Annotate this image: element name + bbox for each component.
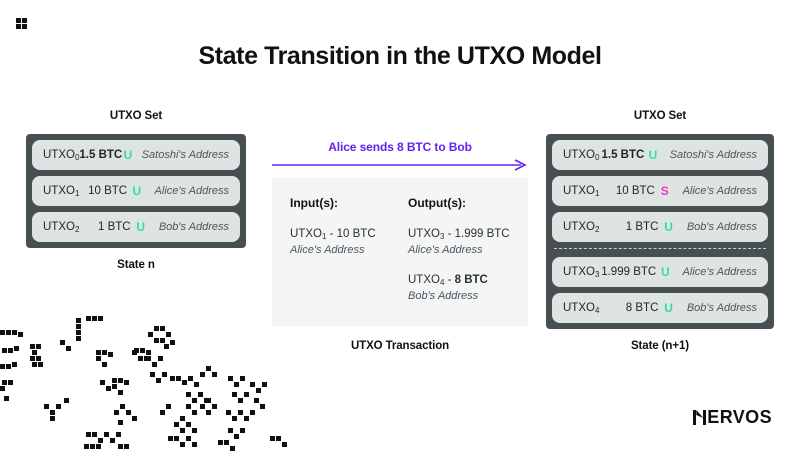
transaction-inputs-column: Input(s): UTXO1 - 10 BTC Alice's Address	[290, 196, 392, 304]
utxo-row: UTXO2 1 BTC U Bob's Address	[552, 212, 768, 242]
utxo-id: UTXO2	[563, 221, 600, 234]
transaction-entry-address: Alice's Address	[408, 243, 483, 256]
transaction-entry: UTXO3 - 1.999 BTC Alice's Address	[408, 227, 510, 257]
utxo-status-unspent-icon: U	[661, 265, 670, 279]
right-utxo-set-header: UTXO Set	[633, 110, 687, 122]
utxo-address: Alice's Address	[682, 266, 757, 278]
utxo-id: UTXO1	[563, 185, 600, 198]
utxo-id: UTXO4	[563, 302, 600, 315]
transaction-entry-amount: UTXO1 - 10 BTC	[290, 228, 376, 241]
utxo-status-unspent-icon: U	[664, 220, 673, 234]
utxo-status-unspent-icon: U	[648, 148, 658, 162]
utxo-row: UTXO2 1 BTC U Bob's Address	[32, 212, 240, 242]
transaction-arrow-label: Alice sends 8 BTC to Bob	[328, 140, 472, 154]
left-utxo-set-header: UTXO Set	[109, 110, 163, 122]
utxo-amount: 1.999 BTC	[601, 266, 657, 278]
nervos-logo-text: ERVOS	[707, 407, 772, 427]
page-title: State Transition in the UTXO Model	[198, 42, 602, 70]
transaction-entry: UTXO1 - 10 BTC Alice's Address	[290, 227, 392, 257]
utxo-row: UTXO1 10 BTC U Alice's Address	[32, 176, 240, 206]
utxo-row: UTXO1 10 BTC S Alice's Address	[552, 176, 768, 206]
utxo-amount: 1 BTC	[98, 221, 131, 233]
utxo-amount: 8 BTC	[625, 302, 659, 314]
nervos-n-icon	[693, 410, 707, 425]
utxo-address: Alice's Address	[682, 185, 758, 197]
utxo-amount: 1 BTC	[625, 221, 659, 233]
utxo-address: Alice's Address	[154, 185, 229, 197]
left-state-caption: State n	[117, 259, 155, 271]
transaction-entry-address: Bob's Address	[408, 289, 479, 302]
utxo-address: Bob's Address	[686, 302, 757, 314]
utxo-address: Bob's Address	[158, 221, 229, 233]
transaction-arrow-icon	[272, 158, 528, 171]
transaction-entry-amount: UTXO4 - 8 BTC	[408, 274, 488, 288]
transaction-entry-address: Alice's Address	[290, 243, 365, 256]
utxo-id: UTXO3	[563, 266, 600, 279]
utxo-id: UTXO0	[563, 149, 600, 162]
utxo-status-unspent-icon: U	[123, 148, 133, 162]
utxo-status-spent-icon: S	[660, 184, 669, 198]
utxo-amount: 10 BTC	[615, 185, 655, 197]
utxo-amount: 10 BTC	[88, 185, 128, 197]
state-group-divider	[554, 248, 766, 249]
right-state-caption: State (n+1)	[630, 340, 689, 352]
utxo-status-unspent-icon: U	[132, 184, 142, 198]
utxo-address: Bob's Address	[686, 221, 757, 233]
transaction-outputs-column: Output(s): UTXO3 - 1.999 BTC Alice's Addr…	[392, 196, 510, 304]
utxo-amount: 1.5 BTC	[79, 149, 123, 161]
utxo-address: Satoshi's Address	[669, 149, 757, 161]
utxo-status-unspent-icon: U	[136, 220, 146, 234]
nervos-logo: ERVOS	[693, 407, 772, 428]
utxo-id: UTXO1	[43, 185, 80, 198]
transaction-entry-amount: UTXO3 - 1.999 BTC	[408, 228, 510, 241]
utxo-id: UTXO2	[43, 221, 80, 234]
outputs-header: Output(s):	[408, 196, 466, 210]
utxo-status-unspent-icon: U	[664, 301, 673, 315]
utxo-id: UTXO0	[43, 149, 80, 162]
utxo-row: UTXO4 8 BTC U Bob's Address	[552, 293, 768, 323]
inputs-header: Input(s):	[290, 196, 338, 210]
utxo-address: Satoshi's Address	[141, 149, 229, 161]
transaction-caption: UTXO Transaction	[350, 340, 450, 352]
utxo-amount: 1.5 BTC	[601, 149, 645, 161]
